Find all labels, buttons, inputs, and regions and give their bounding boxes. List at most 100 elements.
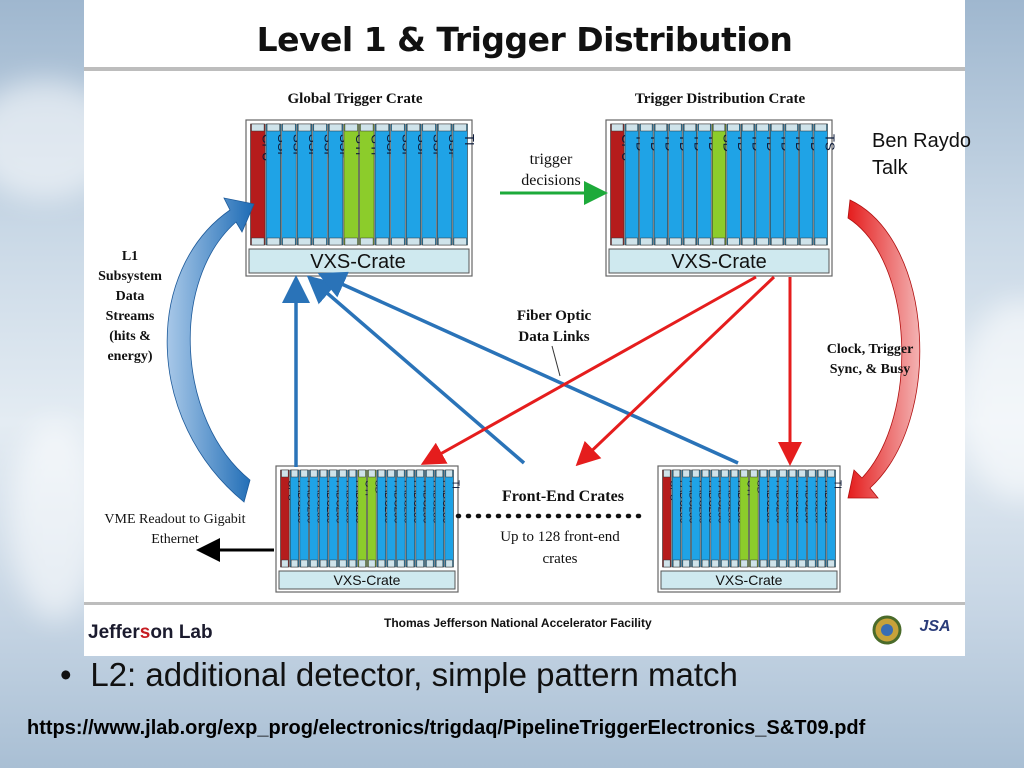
fe_right-card-top — [672, 469, 681, 478]
fe_left-card-bottom — [339, 559, 347, 568]
dist_crate-card-top — [742, 123, 755, 132]
front-end-crate-right: CPUFADC250FADC250FADC250FADC250FADC250FA… — [657, 465, 843, 593]
fe_right-base — [660, 570, 838, 590]
fe_right-card-bottom — [701, 559, 710, 568]
global_crate-card-bottom — [297, 237, 312, 246]
fe_right-card-top — [817, 469, 826, 478]
dist_crate-card-bottom — [611, 237, 624, 246]
fe_left-card-top — [300, 469, 308, 478]
dist_crate-card-top — [814, 123, 827, 132]
fiber-line1: Fiber Optic — [516, 308, 592, 324]
fe_left-card-bottom — [368, 559, 376, 568]
dist_crate-card-top — [785, 123, 798, 132]
dist_crate-card-bottom — [800, 237, 813, 246]
title-rule — [84, 67, 965, 71]
fe_left-card-top — [281, 469, 289, 478]
fe_right-card-top — [730, 469, 739, 478]
fiber-pointer — [551, 345, 561, 377]
fe_left-card-label: TI — [450, 480, 461, 489]
fe_right-card-bottom — [663, 559, 671, 568]
fe_left-card-bottom — [426, 559, 434, 568]
jsa-logo: JSA — [919, 618, 951, 635]
global_crate-card-top — [453, 123, 467, 132]
global-crate-title: Global Trigger Crate — [287, 91, 423, 107]
global_crate-card-top — [391, 123, 405, 132]
reference-link[interactable]: https://www.jlab.org/exp_prog/electronic… — [27, 717, 866, 739]
fe_left-card-top — [416, 469, 424, 478]
trigger-distribution-crate: CPUTDTDTDTDTDTDSDTDTDTDTDTDTDTS — [605, 119, 837, 277]
side-note: Ben Raydo Talk — [872, 128, 971, 182]
global_crate-card-top — [266, 123, 280, 132]
vme-line1: VME Readout to Gigabit — [104, 512, 246, 527]
vme-line2: Ethernet — [151, 532, 199, 547]
downlink-arrow-1 — [420, 275, 757, 465]
fe_left-card-top — [329, 469, 337, 478]
l1-line2: Subsystem — [98, 269, 162, 284]
fe_right-card-top — [788, 469, 797, 478]
dist_crate-card-bottom — [785, 237, 798, 246]
fe_right-card-top — [808, 469, 816, 478]
global_crate-card-bottom — [438, 237, 452, 246]
front-end-crate-left: CPUFADC250FADC250FADC250FADC250FADC250FA… — [275, 465, 461, 593]
dist_crate-base — [608, 248, 830, 274]
fe_left-card-bottom — [387, 559, 395, 568]
fe_right-card-bottom — [827, 559, 835, 568]
slide-panel: Level 1 & Trigger Distribution CPUSSPSSP… — [84, 0, 965, 656]
global_crate-card-top — [422, 123, 436, 132]
dist_crate-card-bottom — [683, 237, 696, 246]
dist_crate-card-bottom — [669, 237, 682, 246]
dist_crate-card-top — [771, 123, 784, 132]
global_crate-card-bottom — [266, 237, 280, 246]
fe_right-card-top — [692, 469, 700, 478]
fe_right-card-top — [798, 469, 806, 478]
fe_right-card-bottom — [779, 559, 787, 568]
dist_crate-card-top — [654, 123, 667, 132]
fe_right-card-bottom — [721, 559, 729, 568]
global_crate-card-bottom — [391, 237, 405, 246]
bullet-dot: • — [60, 656, 72, 693]
l1-line1: L1 — [121, 249, 139, 264]
l1-line6: energy) — [107, 349, 153, 364]
fe_left-card-bottom — [348, 559, 357, 568]
dist_crate-card-bottom — [625, 237, 638, 246]
dist_crate-card-bottom — [712, 237, 726, 246]
fe_right-card-top — [663, 469, 671, 478]
footer-org-name: Thomas Jefferson National Accelerator Fa… — [384, 616, 652, 630]
fe_left-card-top — [406, 469, 415, 478]
global_crate-card-top — [297, 123, 312, 132]
fe_left-card-bottom — [397, 559, 405, 568]
logo-part-c: on Lab — [150, 622, 213, 643]
logo-part-b: s — [139, 622, 151, 643]
l1-line3: Data — [115, 289, 145, 304]
vme-label: VME Readout to Gigabit Ethernet — [84, 510, 266, 550]
fe_right-card-top — [711, 469, 719, 478]
clock-line2: Sync, & Busy — [829, 362, 911, 377]
global_crate-card-top — [438, 123, 452, 132]
fe_left-card-bottom — [329, 559, 337, 568]
fe_left-card-bottom — [377, 559, 386, 568]
trigger-decisions-label: trigger decisions — [496, 149, 606, 191]
fe_left-card-bottom — [445, 559, 453, 568]
dist_crate-card-bottom — [771, 237, 784, 246]
global-trigger-crate: CPUSSPSSPSSPSSPSSPGTPGTPSSPSSPSSPSSPSSPT… — [245, 119, 477, 277]
fe_left-card-top — [310, 469, 318, 478]
dist_crate-card-bottom — [698, 237, 711, 246]
dist_crate-card-top — [712, 123, 726, 132]
dist_crate-card-bottom — [640, 237, 653, 246]
fe_left-card-bottom — [435, 559, 444, 568]
fe_left-card-bottom — [319, 559, 328, 568]
fe_left-card-top — [435, 469, 444, 478]
fe-left-base-label: VXS-Crate — [333, 572, 401, 588]
l1-line4: Streams — [105, 309, 155, 324]
fe-sub-line2: crates — [542, 551, 578, 567]
logo-part-a: Jeffer — [88, 622, 140, 643]
fiber-line2: Data Links — [518, 329, 590, 345]
fe_left-card-top — [368, 469, 376, 478]
dist_crate-card-top — [611, 123, 624, 132]
dist_crate-card-top — [669, 123, 682, 132]
dist_crate-card-bottom — [654, 237, 667, 246]
fe_left-card-bottom — [281, 559, 289, 568]
fe-title: Front-End Crates — [502, 488, 624, 505]
global_crate-card-top — [406, 123, 421, 132]
dist-crate-title: Trigger Distribution Crate — [634, 91, 806, 107]
